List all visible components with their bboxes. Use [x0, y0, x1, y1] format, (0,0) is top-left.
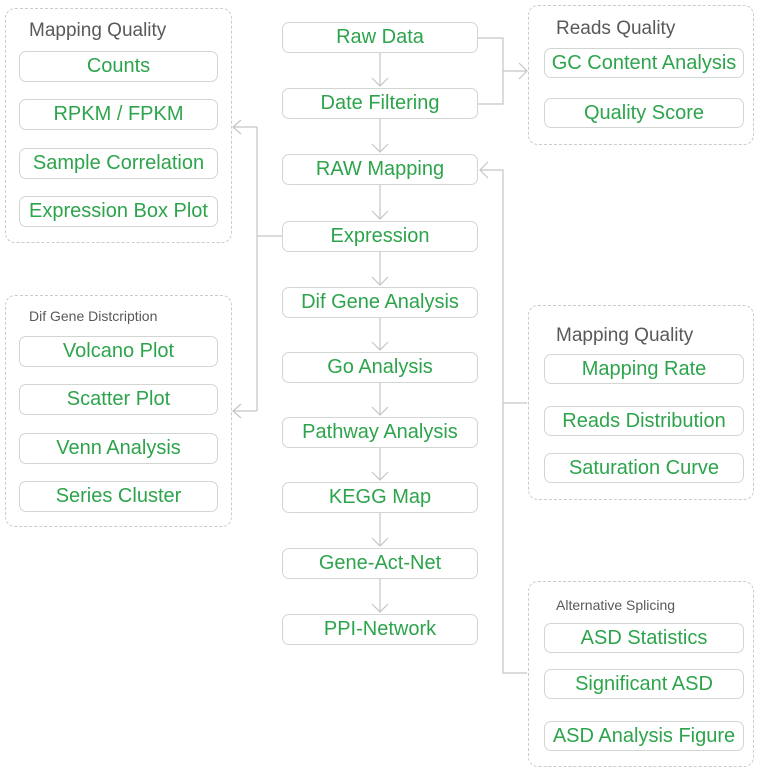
- arrowhead-into-dif-gene-group: [232, 403, 242, 419]
- flow-node-date-filtering: Date Filtering: [282, 88, 478, 119]
- group-alternative-splicing: Alternative Splicing ASD Statistics Sign…: [528, 581, 754, 767]
- flow-node-raw-mapping: RAW Mapping: [282, 154, 478, 185]
- flow-arrow-down-5: [371, 318, 389, 351]
- node-counts: Counts: [19, 51, 218, 82]
- node-series-cluster: Series Cluster: [19, 481, 218, 512]
- flow-node-dif-gene-analysis: Dif Gene Analysis: [282, 287, 478, 318]
- node-volcano-plot: Volcano Plot: [19, 336, 218, 367]
- node-rpkm-fpkm: RPKM / FPKM: [19, 99, 218, 130]
- group-title: Alternative Splicing: [556, 597, 676, 613]
- group-mapping-quality-left: Mapping Quality Counts RPKM / FPKM Sampl…: [5, 8, 232, 243]
- group-title: Dif Gene Distcription: [29, 308, 158, 324]
- group-reads-quality: Reads Quality GC Content Analysis Qualit…: [528, 5, 754, 145]
- connector-to-reads-quality: [478, 37, 528, 105]
- arrowhead-into-raw-mapping: [479, 161, 489, 179]
- group-title: Mapping Quality: [29, 20, 167, 41]
- connector-right-rail: [479, 161, 527, 674]
- group-mapping-quality-right: Mapping Quality Mapping Rate Reads Distr…: [528, 305, 754, 500]
- node-quality-score: Quality Score: [544, 98, 744, 128]
- group-title: Mapping Quality: [556, 325, 694, 346]
- flow-arrow-down-4: [371, 252, 389, 286]
- node-mapping-rate: Mapping Rate: [544, 354, 744, 384]
- flow-node-raw-data: Raw Data: [282, 22, 478, 53]
- node-asd-statistics: ASD Statistics: [544, 623, 744, 653]
- flow-node-gene-act-net: Gene-Act-Net: [282, 548, 478, 579]
- flow-node-expression: Expression: [282, 221, 478, 252]
- flow-arrow-down-3: [371, 185, 389, 220]
- arrowhead-into-mapping-quality-left: [232, 119, 242, 135]
- flow-node-ppi-network: PPI-Network: [282, 614, 478, 645]
- group-title: Reads Quality: [556, 18, 676, 39]
- node-asd-analysis-figure: ASD Analysis Figure: [544, 721, 744, 751]
- flow-arrow-down-7: [371, 448, 389, 481]
- flow-arrow-down-1: [371, 53, 389, 87]
- node-gc-content-analysis: GC Content Analysis: [544, 48, 744, 78]
- node-saturation-curve: Saturation Curve: [544, 453, 744, 483]
- node-reads-distribution: Reads Distribution: [544, 406, 744, 436]
- flow-arrow-down-2: [371, 119, 389, 153]
- flow-arrow-down-9: [371, 579, 389, 613]
- flow-arrow-down-8: [371, 513, 389, 547]
- group-dif-gene-description: Dif Gene Distcription Volcano Plot Scatt…: [5, 295, 232, 527]
- flow-arrow-down-6: [371, 383, 389, 416]
- node-significant-asd: Significant ASD: [544, 669, 744, 699]
- node-venn-analysis: Venn Analysis: [19, 433, 218, 464]
- node-scatter-plot: Scatter Plot: [19, 384, 218, 415]
- flow-node-kegg-map: KEGG Map: [282, 482, 478, 513]
- flow-node-go-analysis: Go Analysis: [282, 352, 478, 383]
- node-sample-correlation: Sample Correlation: [19, 148, 218, 179]
- arrowhead-into-reads-quality: [518, 62, 528, 80]
- connector-expression-to-left-groups: [232, 119, 282, 419]
- flow-node-pathway-analysis: Pathway Analysis: [282, 417, 478, 448]
- node-expression-box-plot: Expression Box Plot: [19, 196, 218, 227]
